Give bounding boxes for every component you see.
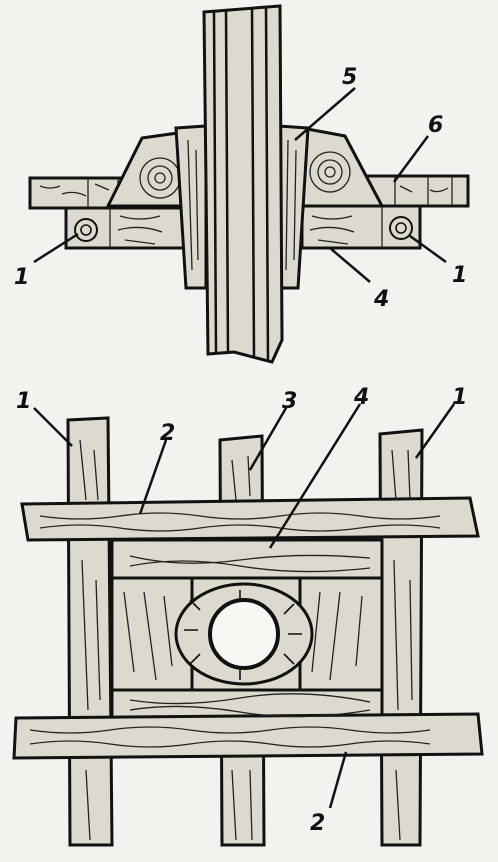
bottom-leader-lines — [33, 403, 456, 809]
post-left — [66, 416, 114, 847]
top-label-6: 6 — [428, 113, 443, 138]
pipe-opening — [208, 598, 280, 670]
log-end-left — [74, 218, 98, 242]
top-label-1-left: 1 — [14, 265, 29, 290]
bottom-label-4: 4 — [353, 385, 369, 410]
log-end-right — [389, 216, 413, 240]
lower-beam-right — [300, 204, 422, 250]
bottom-label-2-top: 2 — [160, 421, 175, 446]
bottom-plan-view — [12, 416, 484, 847]
plank-bottom — [12, 712, 484, 760]
post-right — [378, 428, 424, 847]
top-section-view — [28, 4, 470, 364]
clamp-board-left — [174, 124, 208, 290]
filler-right — [298, 576, 384, 692]
bottom-label-2-bottom: 2 — [310, 811, 325, 836]
pipe-vertical — [202, 4, 284, 364]
bottom-label-1-left: 1 — [16, 389, 31, 414]
top-label-5: 5 — [342, 65, 357, 90]
bottom-label-1-right: 1 — [452, 385, 467, 410]
top-label-4: 4 — [373, 287, 389, 312]
bottom-label-3: 3 — [282, 389, 297, 414]
top-leader-lines — [33, 87, 447, 283]
wedge-right — [300, 126, 385, 208]
top-label-1-right: 1 — [452, 263, 467, 288]
